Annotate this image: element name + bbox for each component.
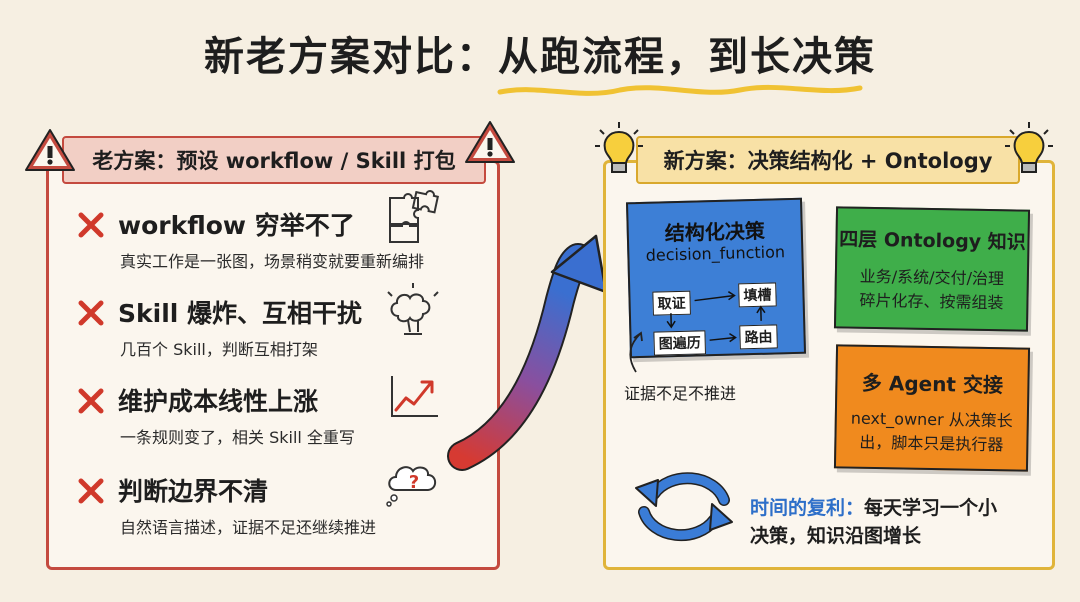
old-solution-panel [46, 160, 500, 570]
new-solution-banner-label: 新方案：决策结构化 + Ontology [663, 149, 993, 173]
old-item-desc: 真实工作是一张图，场景稍变就要重新编排 [120, 252, 425, 271]
multi-agent-card: 多 Agent 交接 next_owner 从决策长 出，脚本只是执行器 [833, 344, 1031, 472]
multi-agent-card-title: 多 Agent 交接 [861, 370, 1004, 398]
page-title: 新老方案对比：从跑流程，到长决策 [204, 34, 876, 80]
compound-growth-label: 时间的复利： [750, 497, 865, 519]
compound-growth-text: 时间的复利：每天学习一个小 决策，知识沿图增长 [750, 494, 1030, 550]
old-item-heading: Skill 爆炸、互相干扰 [118, 299, 363, 328]
cross-icon [78, 388, 104, 414]
decision-card: 结构化决策 decision_function 取证 填槽 图遍历 路由 [625, 197, 807, 359]
old-item-heading: 判断边界不清 [118, 477, 269, 506]
warning-icon [465, 121, 515, 163]
ontology-card-title: 四层 Ontology 知识 [838, 228, 1026, 254]
cross-icon [78, 300, 104, 326]
question-cloud-icon: ? [386, 466, 437, 507]
multi-agent-card-line: 出，脚本只是执行器 [859, 432, 1004, 455]
old-item-desc: 一条规则变了，相关 Skill 全重写 [120, 428, 355, 447]
old-item-desc: 自然语言描述，证据不足还继续推进 [120, 518, 377, 537]
ontology-card: 四层 Ontology 知识 业务/系统/交付/治理 碎片化存、按需组装 [833, 206, 1031, 332]
cross-icon [78, 212, 104, 238]
flow-arrows [666, 291, 766, 343]
cross-icon [78, 478, 104, 504]
old-item-heading: 维护成本线性上涨 [118, 387, 319, 416]
explosion-icon [387, 283, 439, 335]
compound-growth-line: 决策，知识沿图增长 [750, 525, 922, 547]
svg-text:?: ? [409, 472, 419, 493]
old-item-desc: 几百个 Skill，判断互相打架 [120, 340, 318, 359]
ontology-card-line: 碎片化存、按需组装 [859, 290, 1004, 313]
cycle-arrows-icon [635, 472, 733, 542]
rising-chart-icon [391, 376, 438, 417]
lightbulb-icon [1005, 122, 1053, 173]
puzzle-icon [389, 190, 440, 243]
compound-growth-line: 每天学习一个小 [864, 497, 998, 519]
decision-note: 证据不足不推进 [624, 384, 737, 403]
old-item-heading: workflow 穷举不了 [118, 211, 355, 240]
ontology-card-line: 业务/系统/交付/治理 [859, 266, 1005, 289]
new-solution-banner: 新方案：决策结构化 + Ontology [636, 136, 1020, 184]
lightbulb-icon [595, 122, 643, 173]
warning-icon [25, 129, 75, 171]
old-solution-banner-label: 老方案：预设 workflow / Skill 打包 [92, 149, 456, 173]
multi-agent-card-line: next_owner 从决策长 [850, 408, 1013, 431]
